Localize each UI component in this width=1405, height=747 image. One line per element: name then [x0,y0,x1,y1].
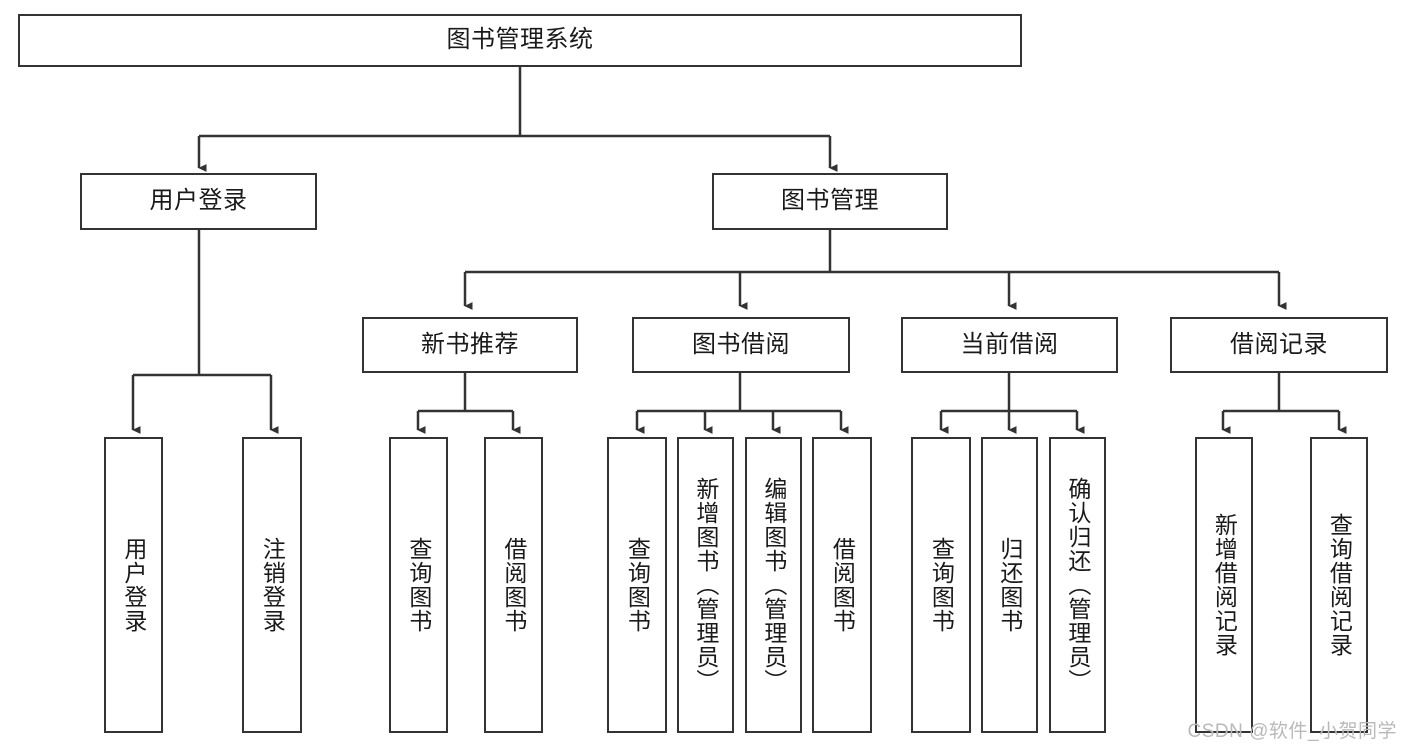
node-current-borrow[interactable]: 当前借阅 [901,317,1118,373]
watermark: CSDN @软件_小贺同学 [1187,721,1397,742]
node-book-management-label: 图书管理 [781,187,879,215]
leaf-borrow-books-newbook-label: 借阅图书 [500,537,527,633]
node-borrow-records[interactable]: 借阅记录 [1170,317,1388,373]
leaf-query-books-current[interactable]: 查询图书 [911,437,971,733]
leaf-add-borrow-record[interactable]: 新增借阅记录 [1195,437,1253,733]
leaf-add-book-admin-label: 新增图书（管理员） [692,477,719,693]
node-user-login[interactable]: 用户登录 [80,173,317,230]
leaf-query-books-borrow-label: 查询图书 [624,537,651,633]
node-borrow-records-label: 借阅记录 [1230,330,1328,358]
leaf-edit-book-admin[interactable]: 编辑图书（管理员） [745,437,802,733]
leaf-borrow-books-label: 借阅图书 [829,537,856,633]
leaf-user-login[interactable]: 用户登录 [104,437,163,733]
leaf-add-book-admin[interactable]: 新增图书（管理员） [677,437,734,733]
node-current-borrow-label: 当前借阅 [960,330,1059,358]
node-new-book-recommend-label: 新书推荐 [421,330,519,358]
node-root-label: 图书管理系统 [446,26,594,54]
leaf-logout-label: 注销登录 [259,537,286,633]
node-root[interactable]: 图书管理系统 [18,14,1022,67]
leaf-query-books-current-label: 查询图书 [928,537,955,633]
node-book-management[interactable]: 图书管理 [712,173,948,230]
node-book-borrow[interactable]: 图书借阅 [632,317,850,373]
leaf-query-borrow-record-label: 查询借阅记录 [1326,513,1353,657]
leaf-query-books-borrow[interactable]: 查询图书 [607,437,667,733]
leaf-query-books-newbook-label: 查询图书 [405,537,432,633]
node-new-book-recommend[interactable]: 新书推荐 [362,317,578,373]
node-user-login-label: 用户登录 [149,187,248,215]
leaf-edit-book-admin-label: 编辑图书（管理员） [760,477,787,693]
leaf-return-books-label: 归还图书 [996,537,1023,633]
leaf-return-books[interactable]: 归还图书 [981,437,1038,733]
leaf-query-borrow-record[interactable]: 查询借阅记录 [1310,437,1368,733]
node-book-borrow-label: 图书借阅 [692,330,790,358]
leaf-logout[interactable]: 注销登录 [242,437,302,733]
leaf-borrow-books[interactable]: 借阅图书 [812,437,872,733]
leaf-borrow-books-newbook[interactable]: 借阅图书 [484,437,543,733]
leaf-confirm-return-admin[interactable]: 确认归还（管理员） [1049,437,1106,733]
leaf-user-login-label: 用户登录 [120,537,147,633]
leaf-add-borrow-record-label: 新增借阅记录 [1211,513,1238,657]
leaf-confirm-return-admin-label: 确认归还（管理员） [1064,477,1091,693]
leaf-query-books-newbook[interactable]: 查询图书 [389,437,448,733]
